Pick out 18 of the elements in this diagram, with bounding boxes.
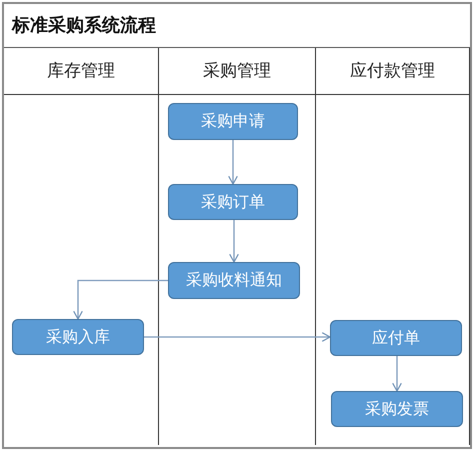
arrow [228, 220, 240, 263]
process-box: 采购入库 [12, 319, 144, 355]
lane-header: 库存管理 [4, 48, 158, 95]
swimlane [316, 48, 470, 445]
process-box: 采购发票 [331, 391, 463, 427]
swimlane [159, 48, 316, 445]
process-box: 应付单 [330, 320, 462, 356]
swimlane [4, 48, 159, 445]
arrow [144, 332, 331, 342]
lane-header: 应付款管理 [316, 48, 469, 95]
arrow [228, 140, 238, 185]
lane-header: 采购管理 [159, 48, 315, 95]
arrow [72, 280, 168, 320]
process-box: 采购订单 [168, 184, 298, 220]
process-box: 采购申请 [168, 103, 298, 140]
process-box: 采购收料通知 [168, 262, 300, 299]
title: 标准采购系统流程 [4, 4, 470, 48]
arrow [392, 356, 402, 392]
